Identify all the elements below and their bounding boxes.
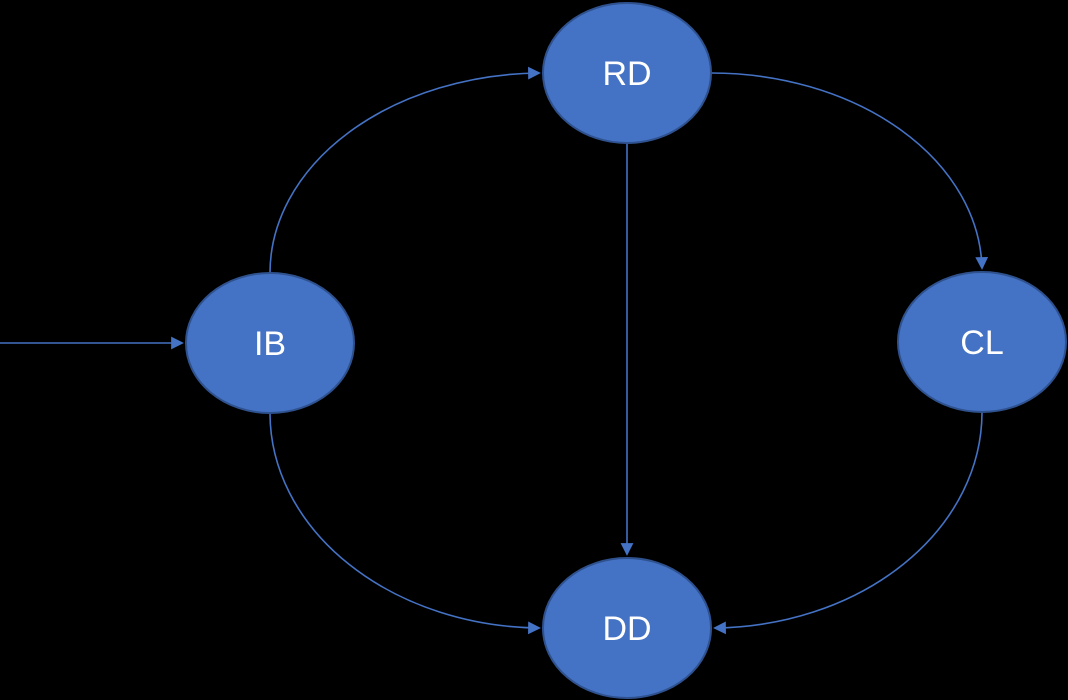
- edge-rd-to-cl: [710, 72, 989, 270]
- node-dd-shape: [542, 557, 712, 699]
- node-cl-shape: [897, 271, 1067, 413]
- node-ib-label: IB: [254, 325, 286, 363]
- node-ib: IB: [185, 272, 355, 414]
- node-rd-label: RD: [602, 55, 651, 93]
- edge-ib-to-dd: [269, 413, 541, 635]
- node-rd-shape: [542, 2, 712, 144]
- node-cl: CL: [897, 271, 1067, 413]
- node-dd: DD: [542, 557, 712, 699]
- node-rd: RD: [542, 2, 712, 144]
- edge-ib-to-rd: [269, 66, 541, 274]
- node-dd-label: DD: [602, 610, 651, 648]
- node-cl-label: CL: [960, 324, 1003, 362]
- edges: [0, 66, 989, 635]
- edge-cl-to-dd: [713, 412, 983, 635]
- node-ib-shape: [185, 272, 355, 414]
